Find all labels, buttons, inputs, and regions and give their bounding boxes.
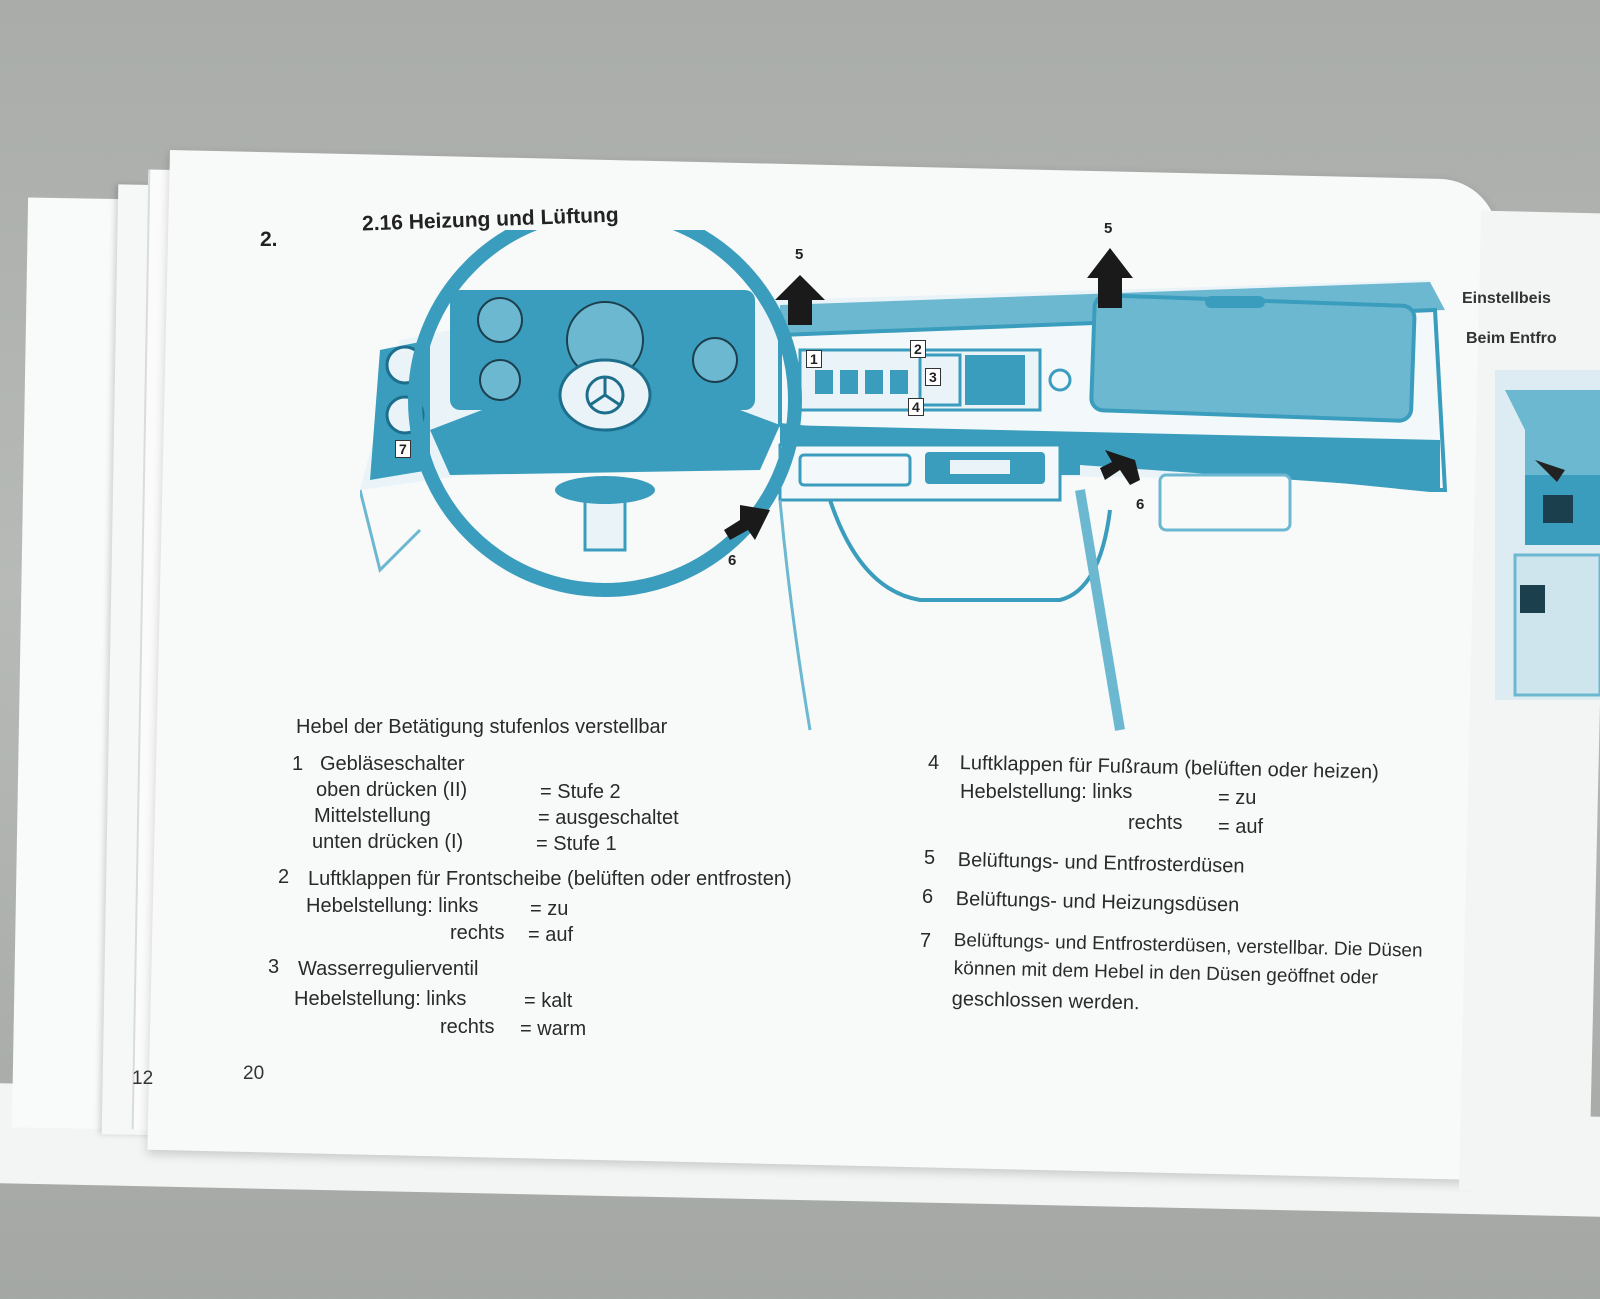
row-label: Hebelstellung: links [960, 781, 1133, 803]
callout-5-right: 5 [1104, 220, 1113, 237]
item-number: 7 [920, 930, 932, 952]
row-value: = Stufe 2 [540, 781, 621, 803]
row-value: = ausgeschaltet [538, 807, 679, 829]
chapter-marker: 2. [260, 228, 278, 251]
row-label: Mittelstellung [314, 805, 431, 827]
row-label: rechts [440, 1016, 495, 1038]
row-value: = kalt [524, 990, 573, 1012]
callout-4: 4 [908, 398, 924, 416]
row-value: = auf [1218, 816, 1264, 838]
callout-6-right: 6 [1136, 496, 1145, 513]
row-label: oben drücken (II) [316, 779, 468, 801]
callout-2: 2 [910, 340, 926, 358]
callout-6-left: 6 [728, 552, 737, 569]
callout-7: 7 [395, 440, 411, 458]
callout-3: 3 [925, 368, 941, 386]
page-number-current: 20 [243, 1063, 265, 1084]
row-label: rechts [450, 922, 505, 944]
row-value: = Stufe 1 [536, 833, 617, 855]
item-number: 2 [278, 866, 290, 888]
next-page-illustration [1495, 370, 1600, 700]
item-number: 1 [292, 753, 304, 775]
row-label: Hebelstellung: links [294, 988, 467, 1010]
row-value: = warm [520, 1018, 587, 1040]
item-number: 4 [928, 752, 940, 774]
item-title: Luftklappen für Frontscheibe (belüften o… [308, 868, 792, 890]
row-label: Hebelstellung: links [306, 895, 479, 917]
dashboard-illustration [360, 230, 1448, 731]
row-label: rechts [1128, 812, 1183, 834]
item-title: Gebläseschalter [320, 753, 465, 775]
item-title: Wasserregulierventil [298, 958, 479, 980]
item-number: 6 [922, 886, 934, 908]
next-page-fragment-2: Beim Entfro [1466, 330, 1557, 347]
item-line-3: geschlossen werden. [951, 988, 1140, 1015]
row-value: = auf [528, 924, 574, 946]
item-number: 3 [268, 956, 280, 978]
row-label: unten drücken (I) [312, 831, 464, 853]
row-value: = zu [1218, 787, 1257, 809]
next-page-fragment-1: Einstellbeis [1462, 290, 1551, 307]
next-page [1458, 210, 1600, 1194]
callout-1: 1 [806, 350, 822, 368]
row-value: = zu [530, 898, 569, 920]
intro-text: Hebel der Betätigung stufenlos verstellb… [296, 716, 668, 738]
item-number: 5 [924, 847, 936, 869]
page-number-left-stack: 12 [132, 1068, 154, 1089]
callout-5-left: 5 [795, 246, 804, 263]
